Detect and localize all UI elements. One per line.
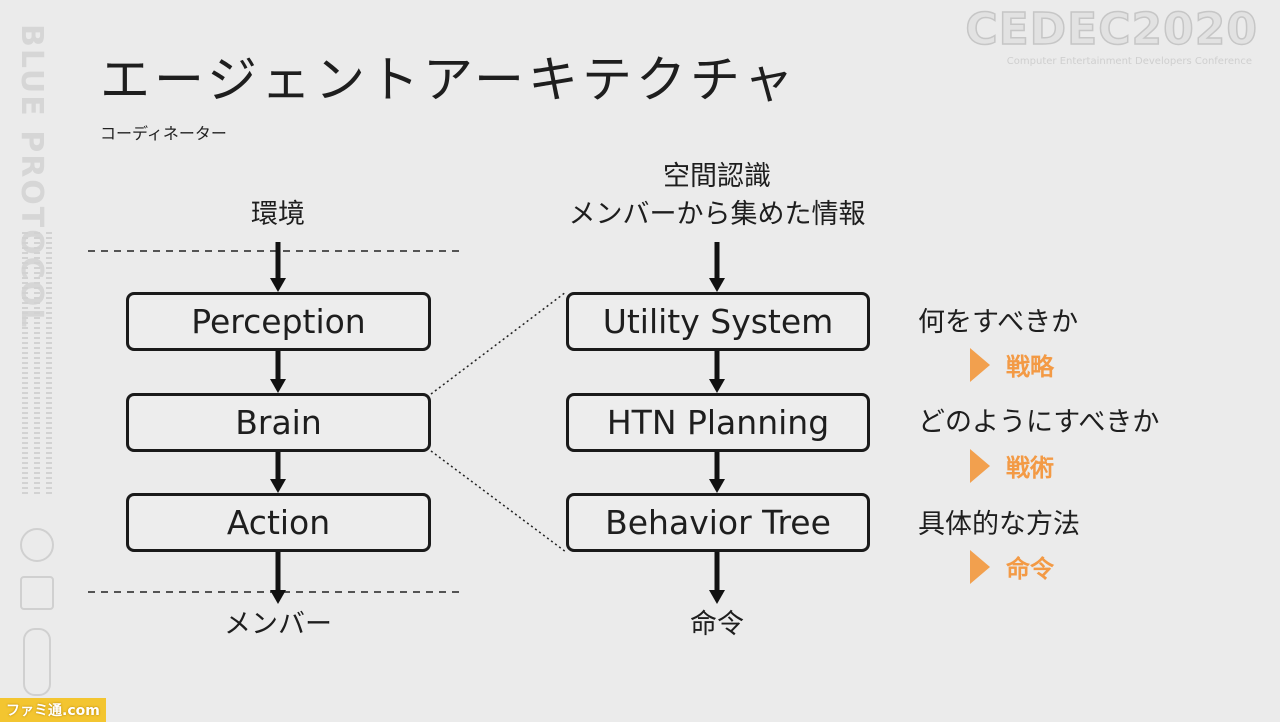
annotation-strategy-tag: 戦略 [970, 347, 1054, 382]
slide-subtitle: コーディネーター [100, 124, 227, 143]
annotation-how-question: どのようにすべきか [918, 407, 1160, 438]
annotation-command-text: 命令 [1006, 555, 1054, 583]
emblem-icon [23, 628, 51, 696]
play-triangle-icon [970, 347, 990, 382]
behavior-tree-box: Behavior Tree [566, 493, 870, 552]
brain-box: Brain [126, 393, 431, 452]
command-label: 命令 [690, 609, 744, 640]
emblem-icon [20, 528, 54, 562]
environment-label: 環境 [251, 199, 305, 230]
utility-system-box: Utility System [566, 292, 870, 351]
member-label: メンバー [224, 609, 332, 640]
vertical-fine-print [34, 232, 40, 497]
zoom-line-top [430, 291, 567, 395]
play-triangle-icon [970, 549, 990, 584]
annotation-command-tag: 命令 [970, 549, 1054, 584]
htn-planning-box: HTN Planning [566, 393, 870, 452]
annotation-tactics-tag: 戦術 [970, 448, 1054, 483]
emblem-icon [20, 576, 54, 610]
slide-title: エージェントアーキテクチャ [100, 51, 798, 109]
spatial-recognition-label: 空間認識 [663, 161, 771, 192]
annotation-strategy-text: 戦略 [1006, 353, 1054, 381]
annotation-method-question: 具体的な方法 [918, 509, 1080, 540]
cedec-logo-subtitle: Computer Entertainment Developers Confer… [1006, 56, 1252, 67]
zoom-line-bottom [430, 450, 567, 553]
vertical-fine-print [22, 232, 28, 497]
famitsu-watermark: ファミ通.com [0, 698, 106, 722]
action-box: Action [126, 493, 431, 552]
annotation-what-question: 何をすべきか [918, 307, 1079, 338]
cedec-logo: CEDEC2020 [965, 4, 1258, 55]
annotation-tactics-text: 戦術 [1006, 454, 1054, 482]
play-triangle-icon [970, 448, 990, 483]
member-info-label: メンバーから集めた情報 [568, 199, 866, 230]
blue-protocol-logo: BLUE PROTOCOL [14, 24, 49, 330]
vertical-fine-print [46, 232, 52, 497]
perception-box: Perception [126, 292, 431, 351]
